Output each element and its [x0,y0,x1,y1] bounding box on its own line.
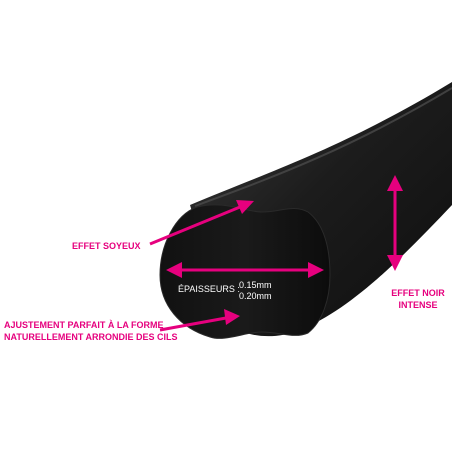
double-arrow-icon [387,175,403,271]
arrow-icon [149,200,254,246]
fiber-cross-section [159,204,331,339]
label-effet-noir-line2: INTENSE [398,300,437,310]
thickness-label: ÉPAISSEURS : [178,284,240,294]
thickness-value-1: 0.15mm [239,280,272,290]
label-effet-soyeux: EFFET SOYEUX [72,241,141,251]
double-arrow-icon [166,262,324,278]
thickness-value-2: 0.20mm [239,291,272,301]
arrow-icon [159,309,240,332]
label-ajustement-line2: NATURELLEMENT ARRONDIE DES CILS [4,332,178,342]
fiber-top-highlight [194,87,452,207]
label-ajustement-line1: AJUSTEMENT PARFAIT À LA FORME [4,320,164,330]
label-effet-noir-line1: EFFET NOIR [391,288,445,298]
